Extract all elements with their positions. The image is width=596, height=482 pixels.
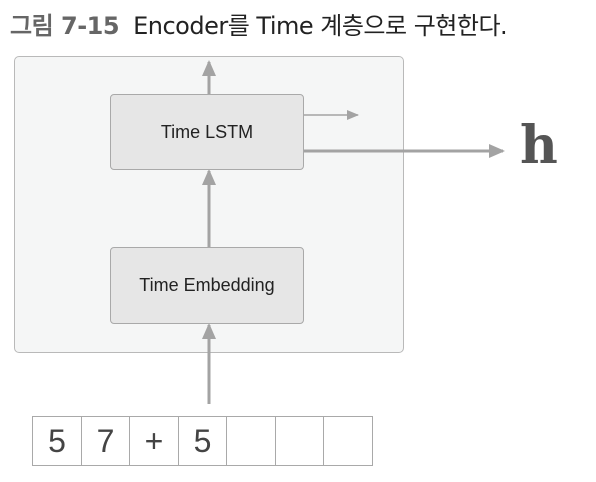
input-token-cell: 5 <box>177 416 228 466</box>
time-embedding-layer: Time Embedding <box>110 247 304 324</box>
input-token-cell <box>226 416 276 466</box>
figure-caption-text: Encoder를 Time 계층으로 구현한다. <box>133 12 508 40</box>
input-token-cell: 7 <box>80 416 131 466</box>
time-lstm-layer: Time LSTM <box>110 94 304 170</box>
input-token-cell <box>323 416 373 466</box>
figure-caption: 그림 7-15 Encoder를 Time 계층으로 구현한다. <box>10 6 508 41</box>
input-token-cell: 5 <box>32 416 82 466</box>
time-embedding-label: Time Embedding <box>139 275 275 295</box>
figure-number: 그림 7-15 <box>10 12 120 40</box>
input-token-cell: + <box>129 416 179 466</box>
input-token-sequence: 5 7 + 5 <box>32 416 373 466</box>
hidden-state-h: h <box>520 115 558 176</box>
input-token-cell <box>274 416 325 466</box>
time-lstm-label: Time LSTM <box>160 121 254 142</box>
